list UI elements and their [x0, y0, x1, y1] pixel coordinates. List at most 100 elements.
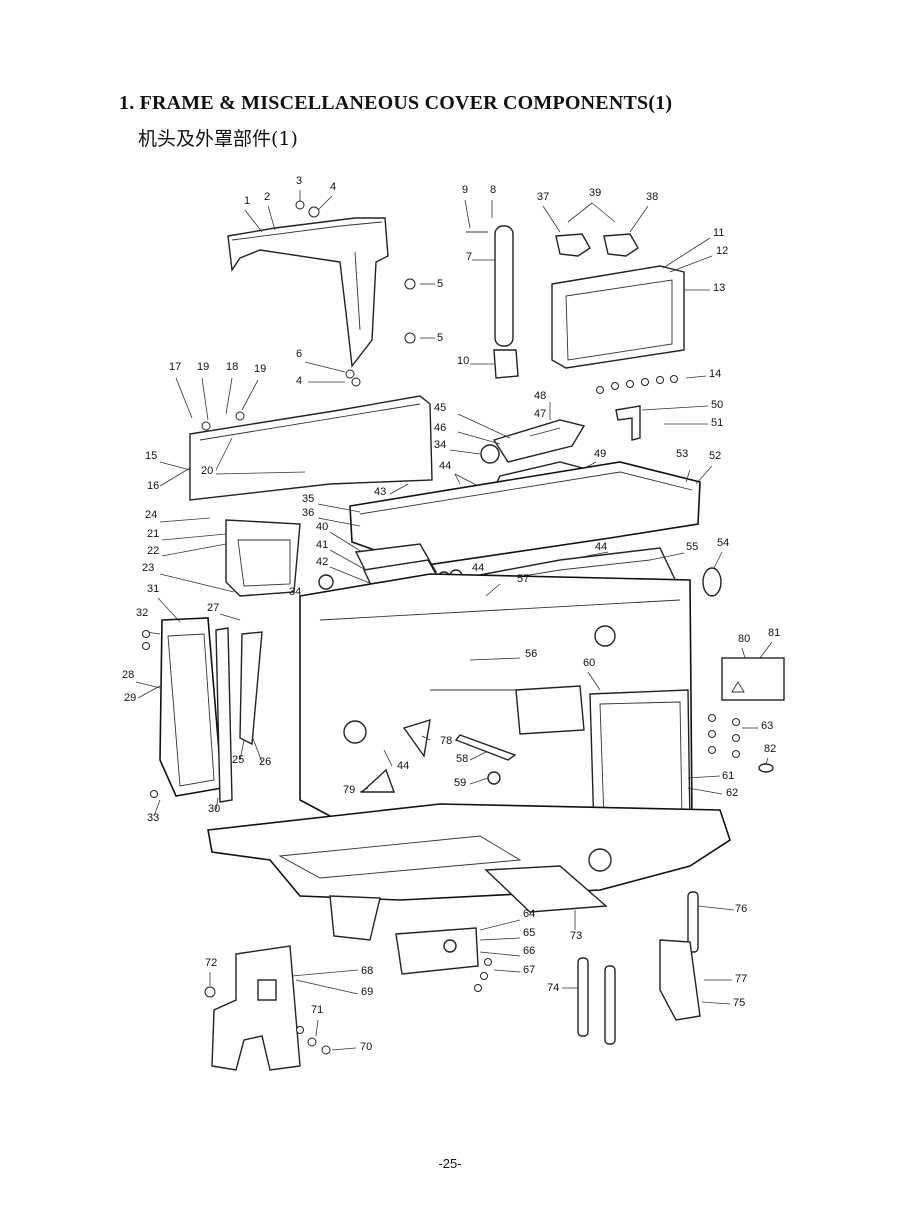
callout-number: 48 — [534, 390, 546, 402]
callout-number: 60 — [583, 657, 595, 669]
callout-number: 56 — [525, 648, 537, 660]
callout-number: 55 — [686, 541, 698, 553]
callout-number: 31 — [147, 583, 159, 595]
callout-number: 44 — [439, 460, 451, 472]
callout-number: 72 — [205, 957, 217, 969]
callout-number: 29 — [124, 692, 136, 704]
callout-number: 59 — [454, 777, 466, 789]
callout-number: 58 — [456, 753, 468, 765]
support-rod-parts — [562, 891, 735, 1045]
arm-top-part — [317, 461, 713, 567]
callout-number: 44 — [472, 562, 484, 574]
callout-number: 21 — [147, 528, 159, 540]
page-number: -25- — [438, 1156, 462, 1171]
callout-number: 73 — [570, 930, 582, 942]
callout-number: 82 — [764, 743, 776, 755]
callout-number: 70 — [360, 1041, 372, 1053]
bracket-parts — [542, 202, 649, 257]
callout-number: 49 — [594, 448, 606, 460]
callout-number: 41 — [316, 539, 328, 551]
callout-number: 75 — [733, 997, 745, 1009]
bed-base-part — [207, 803, 731, 941]
label-part — [721, 641, 785, 701]
callout-number: 44 — [595, 541, 607, 553]
callout-number: 5 — [437, 332, 443, 344]
top-cover-part — [227, 190, 435, 387]
callout-number: 57 — [517, 573, 529, 585]
callout-number: 52 — [709, 450, 721, 462]
callout-number: 1 — [244, 195, 250, 207]
callout-number: 11 — [713, 227, 724, 239]
callout-number: 5 — [437, 278, 443, 290]
callout-number: 13 — [713, 282, 725, 294]
callout-number: 45 — [434, 402, 446, 414]
callout-number: 3 — [296, 175, 302, 187]
callout-number: 33 — [147, 812, 159, 824]
side-cover-part — [159, 517, 301, 597]
callout-number: 6 — [296, 348, 302, 360]
callout-number: 9 — [462, 184, 468, 196]
callout-number: 16 — [147, 480, 159, 492]
callout-number: 32 — [136, 607, 148, 619]
callout-number: 68 — [361, 965, 373, 977]
callout-number: 26 — [259, 756, 271, 768]
callout-number: 35 — [302, 493, 314, 505]
rod-part — [464, 199, 519, 379]
callout-number: 42 — [316, 556, 328, 568]
callout-number: 67 — [523, 964, 535, 976]
callout-number: 78 — [440, 735, 452, 747]
callout-number: 66 — [523, 945, 535, 957]
callout-number: 24 — [145, 509, 157, 521]
callout-number: 40 — [316, 521, 328, 533]
callout-number: 77 — [735, 973, 747, 985]
callout-number: 65 — [523, 927, 535, 939]
callout-number: 80 — [738, 633, 750, 645]
callout-number: 64 — [523, 908, 535, 920]
callout-number: 51 — [711, 417, 723, 429]
callout-number: 44 — [397, 760, 409, 772]
callout-number: 38 — [646, 191, 658, 203]
callout-number: 71 — [311, 1004, 323, 1016]
callout-number: 36 — [302, 507, 314, 519]
callout-number: 27 — [207, 602, 219, 614]
callout-number: 74 — [547, 982, 559, 994]
callout-number: 79 — [343, 784, 355, 796]
callout-number: 19 — [254, 363, 266, 375]
main-frame-part — [299, 573, 693, 839]
lower-cover-part — [204, 945, 359, 1071]
callout-number: 22 — [147, 545, 159, 557]
screw-group-right — [687, 714, 774, 795]
callout-number: 18 — [226, 361, 238, 373]
bottom-plate-part — [395, 910, 576, 992]
callout-number: 37 — [537, 191, 549, 203]
callout-number: 23 — [142, 562, 154, 574]
callout-number: 43 — [374, 486, 386, 498]
callout-number: 12 — [716, 245, 728, 257]
face-plate-part — [159, 377, 433, 501]
callout-number: 4 — [330, 181, 336, 193]
callout-number: 81 — [768, 627, 780, 639]
callout-number: 47 — [534, 408, 546, 420]
callout-number: 2 — [264, 191, 270, 203]
callout-number: 62 — [726, 787, 738, 799]
callout-number: 76 — [735, 903, 747, 915]
callout-number: 63 — [761, 720, 773, 732]
callout-number: 34 — [289, 586, 301, 598]
callout-number: 69 — [361, 986, 373, 998]
page-title: 1. FRAME & MISCELLANEOUS COVER COMPONENT… — [119, 92, 673, 114]
callout-number: 34 — [434, 439, 446, 451]
callout-number: 46 — [434, 422, 446, 434]
callout-number: 50 — [711, 399, 723, 411]
callout-number: 17 — [169, 361, 181, 373]
callout-number: 53 — [676, 448, 688, 460]
callout-number: 25 — [232, 754, 244, 766]
callout-number: 7 — [466, 251, 472, 263]
callout-number: 20 — [201, 465, 213, 477]
callout-number: 28 — [122, 669, 134, 681]
face-cover-parts — [135, 597, 263, 817]
callout-number: 14 — [709, 368, 721, 380]
callout-number: 61 — [722, 770, 734, 782]
side-plate-part — [551, 237, 713, 441]
